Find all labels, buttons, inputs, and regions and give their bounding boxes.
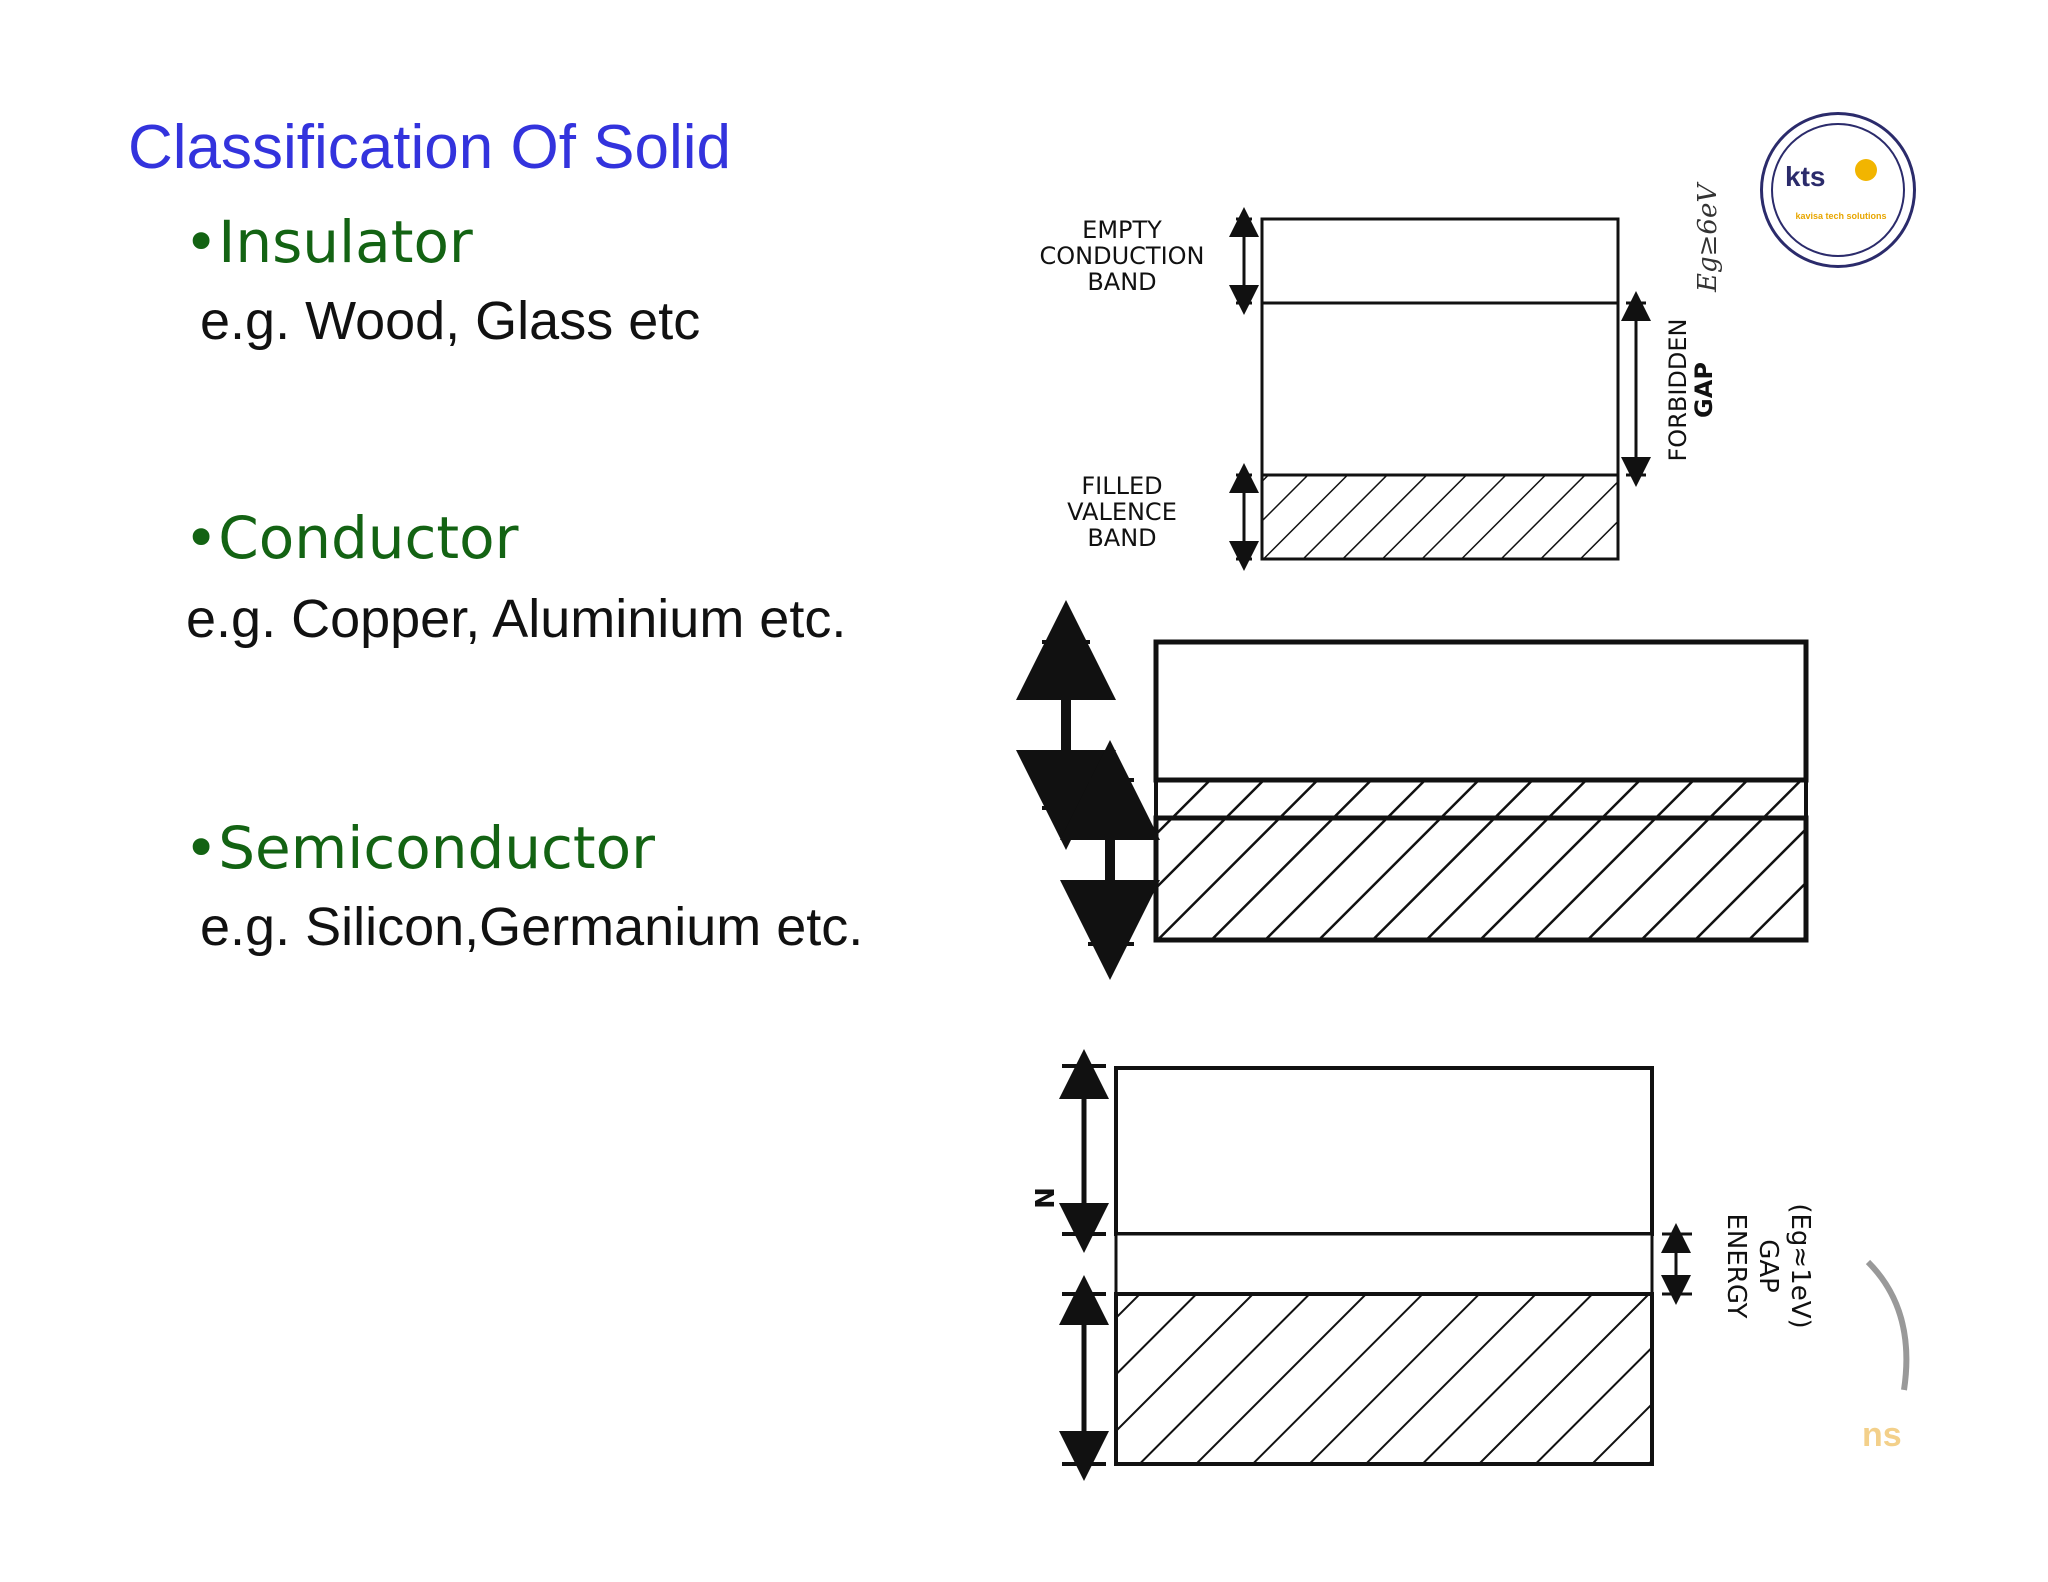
handwritten-note: Eg≥6eV bbox=[1693, 182, 1723, 293]
insulator-conduction-band bbox=[1260, 217, 1620, 305]
bullet-insulator: •Insulator bbox=[184, 208, 473, 276]
slide-title: Classification Of Solid bbox=[128, 113, 732, 182]
sun-icon bbox=[1855, 159, 1877, 181]
insulator-forbidden-gap bbox=[1260, 301, 1620, 477]
label-forbidden: FORBIDDEN bbox=[1664, 319, 1692, 462]
label-conduction: CONDUCTION bbox=[1040, 242, 1205, 270]
semiconductor-valence-band bbox=[1114, 1292, 1654, 1466]
label-gap: GAP bbox=[1690, 362, 1718, 418]
label-n: N bbox=[1031, 1187, 1061, 1209]
insulator-diagram: EMPTY CONDUCTION BAND FILLED VALENCE BAN… bbox=[1040, 182, 1723, 571]
label-energy: ENERGY bbox=[1721, 1213, 1751, 1318]
bullet-semiconductor: •Semiconductor bbox=[184, 814, 655, 882]
label-gap-semi: GAP bbox=[1753, 1239, 1783, 1293]
logo-ring bbox=[1771, 123, 1905, 257]
conductor-valence-band bbox=[1153, 815, 1809, 943]
label-empty: EMPTY bbox=[1082, 216, 1162, 244]
example-semiconductor: e.g. Silicon,Germanium etc. bbox=[200, 897, 864, 957]
conductor-overlap-band bbox=[1154, 778, 1808, 820]
example-conductor: e.g. Copper, Aluminium etc. bbox=[186, 589, 847, 649]
watermark-text: ns bbox=[1862, 1416, 1902, 1454]
conductor-conduction-band bbox=[1153, 639, 1809, 783]
label-band-top: BAND bbox=[1087, 268, 1156, 296]
label-eg: (Eg≈1eV) bbox=[1785, 1203, 1815, 1328]
label-valence: VALENCE bbox=[1067, 498, 1177, 526]
kts-logo: kts kavisa tech solutions bbox=[1760, 112, 1916, 268]
label-band-bottom: BAND bbox=[1087, 524, 1156, 552]
label-filled: FILLED bbox=[1081, 472, 1162, 500]
logo-text: kts bbox=[1785, 161, 1826, 192]
semiconductor-diagram: N ENERGY GAP (Eg≈1eV) bbox=[1031, 1049, 1815, 1481]
insulator-valence-band bbox=[1260, 473, 1620, 561]
example-insulator: e.g. Wood, Glass etc bbox=[200, 291, 701, 351]
conductor-diagram bbox=[1016, 600, 1809, 980]
watermark-arc bbox=[1865, 1259, 1910, 1391]
logo-subtitle: kavisa tech solutions bbox=[1795, 211, 1887, 221]
bullet-conductor: •Conductor bbox=[184, 504, 519, 572]
semiconductor-energy-gap bbox=[1114, 1232, 1654, 1296]
semiconductor-conduction-band bbox=[1114, 1066, 1654, 1236]
